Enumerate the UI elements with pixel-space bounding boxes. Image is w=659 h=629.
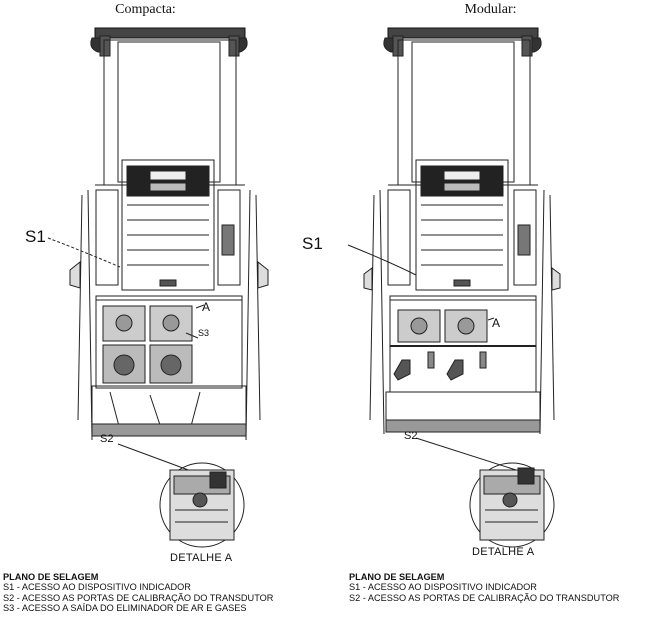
modular-legend-item-s1: S1 - ACESSO AO DISPOSITIVO INDICADOR — [349, 582, 537, 593]
compact-detail-caption: DETALHE A — [170, 552, 233, 564]
modular-indicator-display — [415, 159, 509, 291]
modular-a-leader — [487, 317, 495, 321]
compact-s1-leader — [47, 237, 121, 268]
compact-mast — [103, 39, 237, 186]
compact-label-a: A — [202, 300, 211, 314]
modular-detail-a-view — [469, 462, 555, 548]
modular-legend: PLANO DE SELAGEM S1 - ACESSO AO DISPOSIT… — [349, 572, 619, 603]
modular-hydraulic-cabinet — [389, 295, 537, 393]
compact-legend-item-s3: S3 - ACESSO A SAÍDA DO ELIMINADOR DE AR … — [3, 602, 247, 613]
modular-title: Modular: — [464, 2, 517, 17]
modular-legend-title: PLANO DE SELAGEM — [349, 572, 445, 582]
modular-label-s1: S1 — [302, 234, 323, 253]
compact-indicator-display — [121, 159, 215, 291]
compact-legend-item-s2: S2 - ACESSO AS PORTAS DE CALIBRAÇÃO DO T… — [3, 592, 274, 603]
modular-panel: Modular: — [302, 0, 659, 629]
compact-s3-leader — [185, 332, 199, 339]
compact-top-handles — [90, 27, 248, 57]
compact-label-s2: S2 — [100, 433, 114, 445]
compact-title: Compacta: — [115, 2, 176, 17]
modular-label-a: A — [492, 316, 501, 330]
compact-legend-title: PLANO DE SELAGEM — [3, 572, 99, 582]
modular-dispenser-drawing — [347, 27, 561, 548]
compact-hydraulic-cabinet — [95, 295, 243, 389]
compact-legend: PLANO DE SELAGEM S1 - ACESSO AO DISPOSIT… — [3, 572, 273, 613]
modular-s2-leader — [415, 437, 517, 471]
compact-a-leader — [195, 304, 205, 309]
modular-legend-item-s2: S2 - ACESSO AS PORTAS DE CALIBRAÇÃO DO T… — [349, 592, 620, 603]
modular-mast — [397, 39, 531, 186]
compact-panel: Compacta: — [0, 0, 329, 629]
modular-s1-leader — [347, 244, 417, 276]
modular-label-s2: S2 — [404, 430, 418, 442]
compact-legend-item-s1: S1 - ACESSO AO DISPOSITIVO INDICADOR — [3, 582, 191, 593]
modular-detail-caption: DETALHE A — [472, 546, 535, 558]
compact-label-s1: S1 — [25, 227, 46, 246]
compact-dispenser-drawing — [47, 27, 269, 548]
compact-label-s3: S3 — [198, 328, 210, 338]
compact-detail-a-view — [159, 462, 245, 548]
